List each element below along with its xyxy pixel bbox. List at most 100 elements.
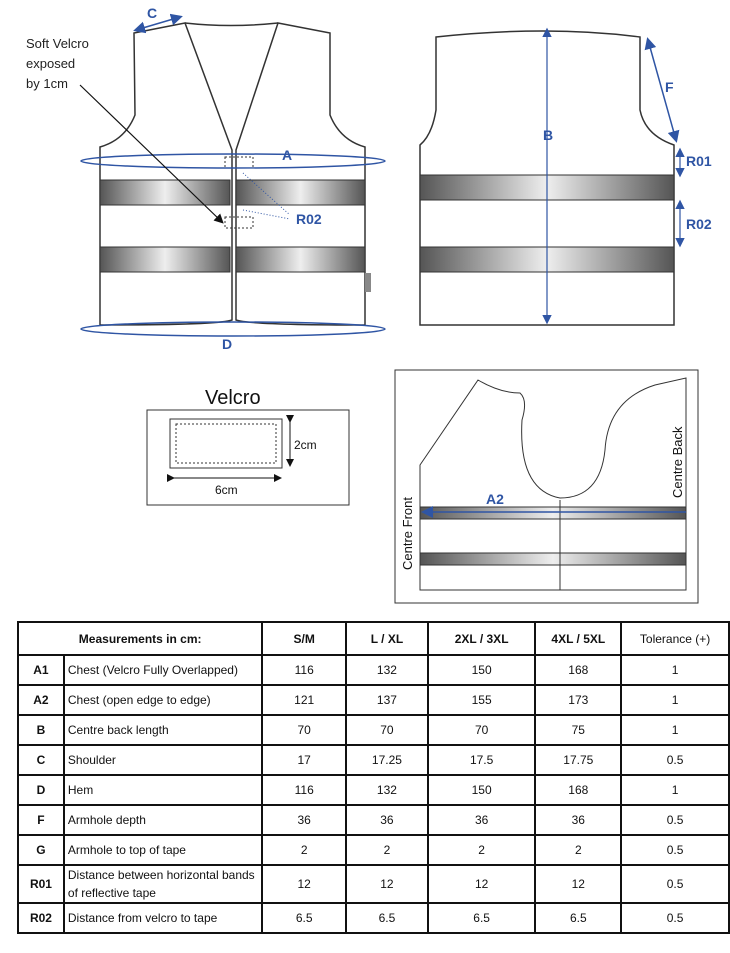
row-value: 12 — [261, 864, 348, 904]
row-value: 17 — [261, 744, 348, 776]
row-value: 12 — [534, 864, 623, 904]
reflective-tape — [235, 179, 366, 206]
row-value: 0.5 — [620, 902, 730, 934]
header-measurements: Measurements in cm: — [16, 621, 264, 656]
row-value: 150 — [426, 654, 537, 686]
header-lxl: L / XL — [345, 621, 429, 656]
row-value: 116 — [261, 654, 348, 686]
row-value: 1 — [620, 684, 730, 716]
header-2xl3xl: 2XL / 3XL — [426, 621, 537, 656]
row-description: Distance between horizontal bands of ref… — [62, 864, 264, 904]
row-code: A2 — [17, 684, 65, 716]
row-code: D — [17, 774, 65, 806]
row-code: A1 — [17, 654, 65, 686]
row-description: Hem — [62, 774, 264, 806]
row-value: 12 — [426, 864, 537, 904]
row-value: 2 — [261, 834, 348, 866]
row-value: 132 — [345, 774, 429, 806]
velcro-title: Velcro — [205, 387, 261, 409]
row-code: R02 — [17, 902, 65, 934]
row-value: 155 — [426, 684, 537, 716]
row-value: 17.5 — [426, 744, 537, 776]
row-value: 1 — [620, 654, 730, 686]
row-value: 70 — [345, 714, 429, 746]
row-description: Chest (open edge to edge) — [62, 684, 264, 716]
row-value: 36 — [261, 804, 348, 836]
label-A2: A2 — [486, 491, 504, 507]
label-F: F — [665, 79, 674, 95]
row-value: 6.5 — [345, 902, 429, 934]
row-value: 70 — [261, 714, 348, 746]
pattern-diagram: A2 Centre Back Centre Front — [394, 369, 699, 604]
row-description: Armhole to top of tape — [62, 834, 264, 866]
velcro-height-label: 2cm — [294, 438, 317, 452]
row-value: 2 — [345, 834, 429, 866]
row-code: R01 — [17, 864, 65, 904]
row-value: 116 — [261, 774, 348, 806]
row-value: 6.5 — [426, 902, 537, 934]
row-value: 36 — [426, 804, 537, 836]
row-description: Armhole depth — [62, 804, 264, 836]
row-description: Distance from velcro to tape — [62, 902, 264, 934]
row-value: 1 — [620, 714, 730, 746]
row-description: Shoulder — [62, 744, 264, 776]
row-value: 150 — [426, 774, 537, 806]
row-value: 36 — [534, 804, 623, 836]
reflective-tape — [99, 246, 231, 273]
header-sm: S/M — [261, 621, 348, 656]
row-value: 121 — [261, 684, 348, 716]
label-A: A — [282, 147, 292, 163]
row-value: 75 — [534, 714, 623, 746]
row-value: 36 — [345, 804, 429, 836]
header-4xl5xl: 4XL / 5XL — [534, 621, 623, 656]
row-value: 6.5 — [534, 902, 623, 934]
row-value: 132 — [345, 654, 429, 686]
label-D: D — [222, 336, 232, 352]
row-description: Centre back length — [62, 714, 264, 746]
row-code: F — [17, 804, 65, 836]
back-vest: F B R01 R02 — [419, 27, 712, 326]
chest-measure-A — [80, 153, 386, 169]
row-value: 168 — [534, 774, 623, 806]
reflective-tape — [235, 246, 366, 273]
reflective-tape — [99, 179, 231, 206]
row-description: Chest (Velcro Fully Overlapped) — [62, 654, 264, 686]
front-vest: Soft Velcro exposed by 1cm C A R02 D — [26, 5, 386, 352]
row-value: 0.5 — [620, 804, 730, 836]
label-R02-front: R02 — [296, 211, 322, 227]
row-code: G — [17, 834, 65, 866]
hem-measure-D — [80, 321, 386, 337]
row-value: 168 — [534, 654, 623, 686]
table-header: Measurements in cm: S/M L / XL 2XL / 3XL… — [16, 621, 730, 656]
centre-back-label: Centre Back — [670, 426, 685, 498]
header-tolerance: Tolerance (+) — [620, 621, 730, 656]
row-code: B — [17, 714, 65, 746]
row-value: 0.5 — [620, 744, 730, 776]
row-value: 0.5 — [620, 834, 730, 866]
velcro-diagram: Velcro 2cm 6cm — [146, 387, 350, 506]
label-B: B — [543, 127, 553, 143]
row-value: 137 — [345, 684, 429, 716]
row-value: 17.25 — [345, 744, 429, 776]
centre-front-label: Centre Front — [400, 497, 415, 570]
callout-soft-velcro: Soft Velcro exposed by 1cm — [26, 36, 93, 91]
row-value: 17.75 — [534, 744, 623, 776]
row-value: 2 — [426, 834, 537, 866]
label-R01: R01 — [686, 153, 712, 169]
velcro-width-label: 6cm — [215, 483, 238, 497]
velcro-patch — [224, 216, 254, 229]
row-value: 2 — [534, 834, 623, 866]
row-value: 1 — [620, 774, 730, 806]
vest-diagrams: Soft Velcro exposed by 1cm C A R02 D F B… — [26, 5, 712, 604]
measurements-table: Measurements in cm: S/M L / XL 2XL / 3XL… — [16, 621, 730, 934]
row-code: C — [17, 744, 65, 776]
row-value: 70 — [426, 714, 537, 746]
label-C: C — [147, 5, 157, 21]
label-R02-back: R02 — [686, 216, 712, 232]
